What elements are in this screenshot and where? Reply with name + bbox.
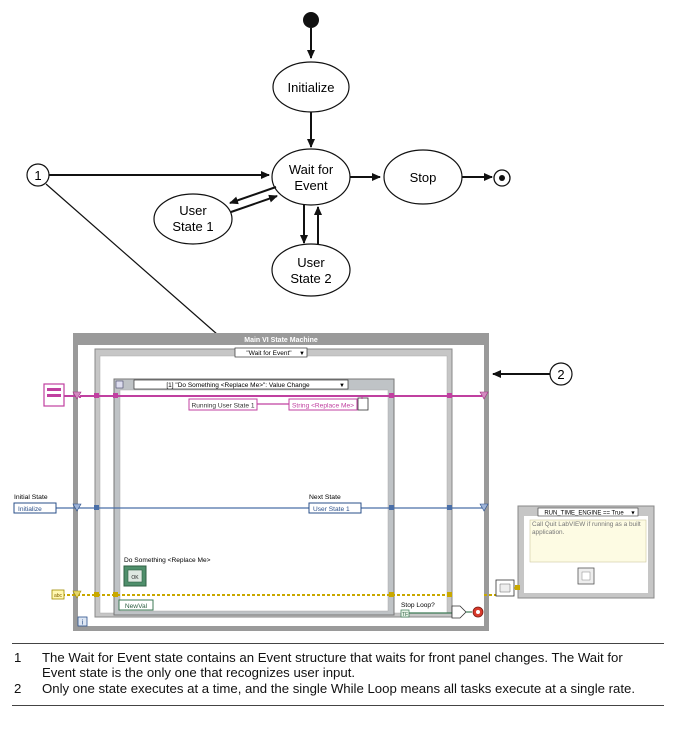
error-constant xyxy=(51,589,65,600)
event-selector[interactable] xyxy=(133,379,349,390)
event-timeout-terminal xyxy=(115,380,124,389)
running-user-state-label: Running User State 1 xyxy=(191,403,254,410)
cluster-constant xyxy=(43,383,65,407)
shift-register-right-blue xyxy=(479,503,489,512)
caption-row-2: 2 Only one state executes at a time, and… xyxy=(12,681,664,696)
while-loop-title: Main VI State Machine xyxy=(244,337,318,344)
case-selector-label: "Wait for Event" xyxy=(246,350,292,357)
iteration-label: i xyxy=(82,620,84,627)
block-diagram: Main VI State Machine "Wait for Event" ▼… xyxy=(13,333,655,631)
initial-state-value: Initialize xyxy=(18,506,42,513)
newval-terminal xyxy=(118,599,154,611)
caption-number: 2 xyxy=(14,681,22,696)
iteration-terminal xyxy=(77,616,88,627)
caption-text: Only one state executes at a time, and t… xyxy=(42,681,636,696)
state-initialize: Initialize xyxy=(272,61,350,113)
shift-register-left-pink xyxy=(72,391,82,400)
event-selector-label: [1] "Do Something <Replace Me>": Value C… xyxy=(166,382,310,389)
error-constant-label: abc xyxy=(54,593,63,599)
stop-loop-bool-label: TF xyxy=(402,612,408,618)
state-user1-label-2: State 1 xyxy=(172,219,213,234)
callout-1-label: 1 xyxy=(34,168,41,183)
run-time-case-selector-label: RUN_TIME_ENGINE == True xyxy=(544,511,624,517)
callout-1: 1 xyxy=(26,163,270,350)
state-stop: Stop xyxy=(383,149,463,205)
state-stop-label: Stop xyxy=(410,170,437,185)
caption-number: 1 xyxy=(14,650,22,665)
bundle-by-name-node xyxy=(357,397,369,411)
next-state-label: Next State xyxy=(309,494,341,501)
state-wait-for-event: Wait for Event xyxy=(271,148,351,206)
state-wait-label-2: Event xyxy=(294,178,328,193)
callout-2: 2 xyxy=(492,362,573,386)
svg-text:OK: OK xyxy=(131,575,139,581)
state-user2-label-2: State 2 xyxy=(290,271,331,286)
state-user-1: User State 1 xyxy=(153,193,233,245)
state-user2-label-1: User xyxy=(297,255,325,270)
run-time-selector-arrow-icon: ▼ xyxy=(630,511,635,517)
initial-node xyxy=(303,12,319,28)
initial-state-enum[interactable] xyxy=(13,502,57,514)
caption-table: 1 The Wait for Event state contains an E… xyxy=(12,643,664,706)
comment-text: Call Quit LabVIEW if running as a built … xyxy=(532,521,641,536)
state-diagram: Initialize Wait for Event Stop User Stat… xyxy=(153,12,511,297)
state-user-2: User State 2 xyxy=(271,243,351,297)
case-selector[interactable] xyxy=(234,347,308,358)
do-something-label: Do Something <Replace Me> xyxy=(124,557,211,564)
stop-loop-label: Stop Loop? xyxy=(401,602,435,609)
caption-row-1: 1 The Wait for Event state contains an E… xyxy=(12,650,664,680)
shift-register-left-error xyxy=(72,590,82,599)
final-node xyxy=(493,169,511,187)
shift-register-right-pink xyxy=(479,391,489,400)
state-user1-label-1: User xyxy=(179,203,207,218)
initial-state-label: Initial State xyxy=(14,494,48,501)
shift-register-left-blue xyxy=(72,503,82,512)
string-field[interactable] xyxy=(288,398,358,411)
comment-box xyxy=(529,519,647,563)
next-state-value: User State 1 xyxy=(313,506,350,513)
or-function xyxy=(451,605,467,619)
case-selector-arrow-icon: ▼ xyxy=(299,351,305,357)
next-state-enum[interactable] xyxy=(308,502,362,514)
callout-2-label: 2 xyxy=(557,367,564,382)
run-time-case-selector[interactable] xyxy=(537,507,639,517)
figure: Initialize Wait for Event Stop User Stat… xyxy=(13,12,655,631)
state-wait-label-1: Wait for xyxy=(289,162,334,177)
newval-label: NewVal xyxy=(125,603,148,610)
caption-text: The Wait for Event state contains an Eve… xyxy=(42,650,623,680)
state-initialize-label: Initialize xyxy=(288,80,335,95)
string-field-label: String <Replace Me> xyxy=(292,403,354,410)
event-selector-arrow-icon: ▼ xyxy=(339,383,345,389)
